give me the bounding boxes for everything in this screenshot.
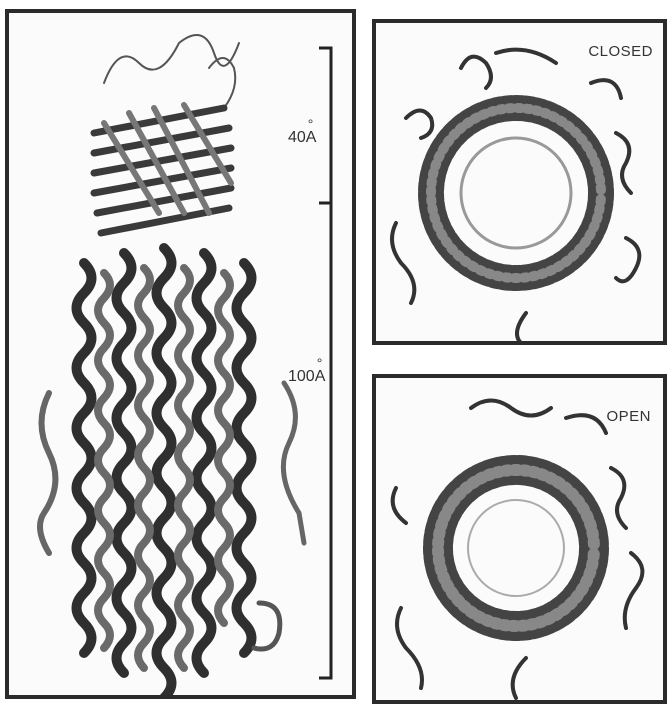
scale-label-40: 40A	[288, 129, 316, 147]
open-ring-structure	[376, 378, 663, 700]
closed-label: CLOSED	[588, 43, 653, 60]
open-label: OPEN	[606, 408, 651, 425]
side-view-structure	[9, 13, 352, 695]
closed-state-panel: CLOSED	[372, 19, 667, 345]
side-view-panel: 40A 100A	[5, 9, 356, 699]
scale-label-100: 100A	[288, 368, 325, 386]
open-state-panel: OPEN	[372, 374, 667, 704]
closed-ring-structure	[376, 23, 663, 341]
